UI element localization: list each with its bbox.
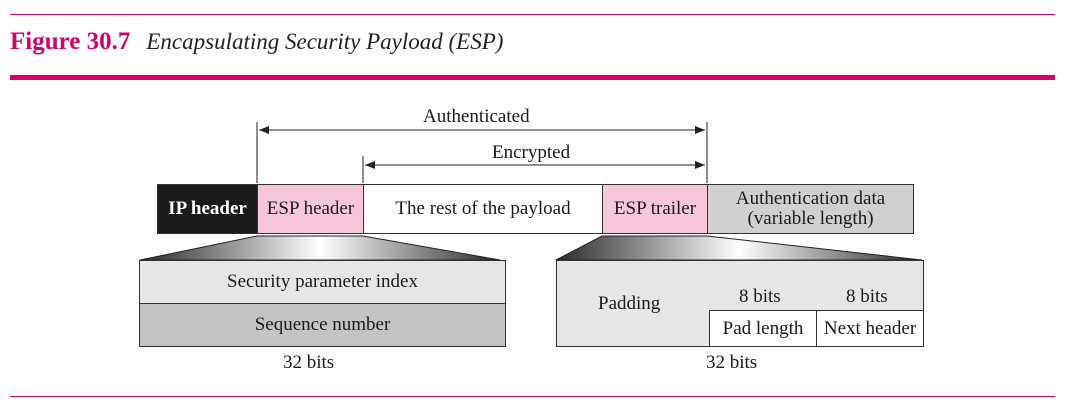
spi-field: Security parameter index (139, 260, 506, 304)
sequence-number-field: Sequence number (139, 303, 506, 347)
sequence-number-label: Sequence number (254, 314, 391, 335)
ip-header-field: IP header (157, 184, 258, 234)
esp-trailer-field: ESP trailer (602, 184, 708, 234)
encrypted-label: Encrypted (492, 142, 571, 163)
authentication-data-label-line2: (variable length) (747, 208, 874, 229)
pad-length-label: Pad length (722, 317, 804, 339)
payload-label: The rest of the payload (395, 198, 571, 219)
encrypted-arrow-left-head (365, 161, 375, 169)
encrypted-arrow-right-head (695, 161, 705, 169)
esp-trailer-label: ESP trailer (613, 198, 697, 219)
esp-header-label: ESP header (266, 198, 355, 219)
next-header-label: Next header (823, 317, 917, 339)
top-rule (10, 14, 1055, 15)
pad-length-field: Pad length (709, 310, 817, 347)
next-header-field: Next header (816, 310, 924, 347)
next-header-bits-label: 8 bits (846, 286, 888, 307)
esp-header-field: ESP header (257, 184, 364, 234)
header-width-label: 32 bits (283, 352, 335, 373)
spi-label: Security parameter index (227, 271, 418, 292)
authentication-data-label-line1: Authentication data (735, 188, 886, 209)
ip-header-label: IP header (168, 198, 247, 219)
padding-label: Padding (598, 293, 661, 314)
esp-trailer-zoom-wedge (555, 235, 923, 261)
pad-length-bits-label: 8 bits (739, 286, 781, 307)
title-underline (10, 75, 1055, 80)
authentication-data-field: Authentication data (variable length) (707, 184, 914, 234)
figure-caption: Encapsulating Security Payload (ESP) (146, 29, 504, 54)
figure-title: Figure 30.7 Encapsulating Security Paylo… (10, 28, 503, 56)
bottom-rule (10, 396, 1055, 397)
esp-header-zoom-wedge (139, 235, 501, 261)
authenticated-label: Authenticated (423, 106, 530, 127)
payload-field: The rest of the payload (363, 184, 603, 234)
figure-number: Figure 30.7 (10, 28, 131, 55)
authenticated-arrow-right-head (695, 126, 705, 134)
authenticated-arrow-left-head (259, 126, 269, 134)
trailer-width-label: 32 bits (706, 352, 758, 373)
